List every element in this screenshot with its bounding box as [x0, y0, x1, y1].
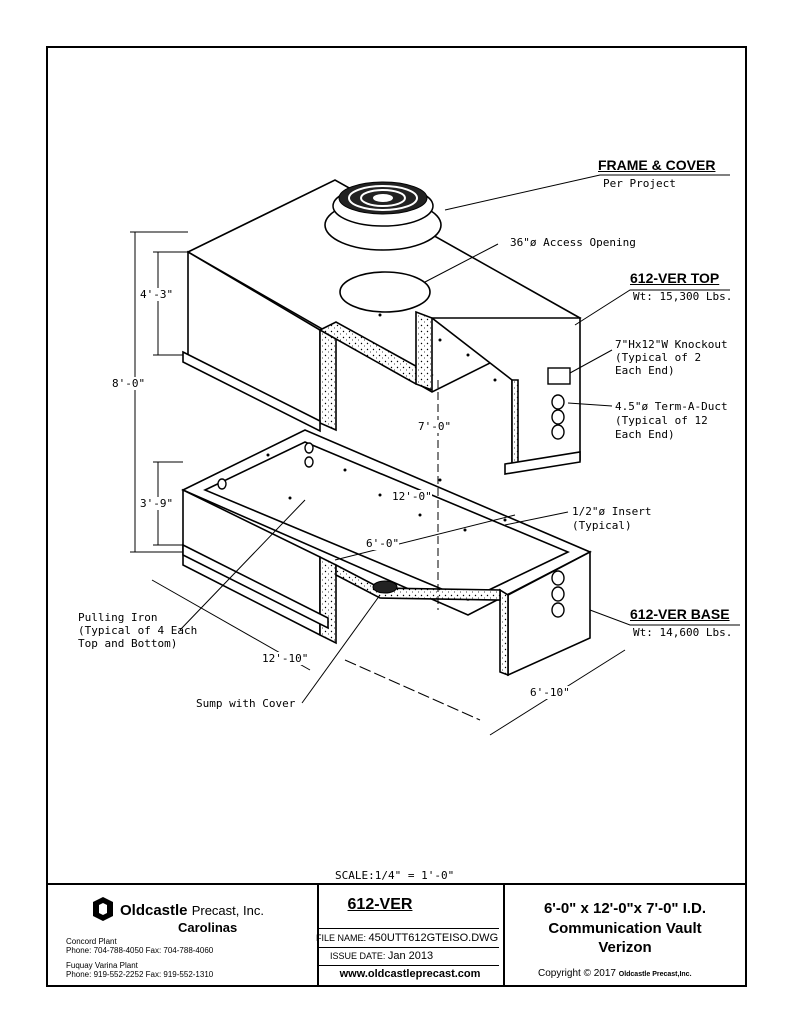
copyright-brand: Oldcastle Precast,Inc.: [618, 971, 692, 978]
duct-circle: [551, 424, 565, 440]
model-number: 612-VER: [347, 896, 413, 913]
term-a-duct-line3: Each End): [615, 428, 675, 441]
duct-circle: [551, 409, 565, 425]
pulling-iron-line1: Pulling Iron: [78, 611, 158, 624]
pulling-iron-line2: (Typical of 4 Each: [78, 624, 198, 637]
duct-circle: [304, 456, 314, 468]
base-weight: Wt: 14,600 Lbs.: [633, 626, 733, 639]
dim-inner-height: 7'-0": [418, 420, 452, 433]
frame-cover-title: FRAME & COVER: [598, 157, 716, 173]
frame-cover-graphic: [324, 181, 442, 251]
dim-inner-width: 6'-0": [366, 537, 400, 550]
dimension-lines: [130, 231, 626, 736]
company-suffix: Precast, Inc.: [191, 903, 264, 918]
company-region: Carolinas: [178, 920, 238, 935]
dim-base-height: 3'-9": [140, 497, 174, 510]
scale-label: SCALE:1/4" = 1'-0": [335, 869, 455, 882]
duct-circle: [551, 394, 565, 410]
oldcastle-logo-icon: [93, 897, 113, 921]
plant1-name: Concord Plant: [66, 937, 117, 946]
knockout-line2: (Typical of 2: [615, 351, 702, 364]
top-title: 612-VER TOP: [630, 270, 720, 286]
frame-cover-sub: Per Project: [603, 177, 676, 190]
product-name: Communication Vault: [548, 920, 702, 937]
base-section: [181, 429, 592, 677]
duct-circle: [551, 602, 565, 618]
access-opening-label: 36"ø Access Opening: [510, 236, 636, 249]
sump-shape: [372, 580, 398, 594]
plant2-phone: Phone: 919-552-2252 Fax: 919-552-1310: [66, 970, 214, 979]
dim-top-height: 4'-3": [140, 288, 174, 301]
copyright-prefix: Copyright © 2017: [538, 968, 616, 979]
sump-label: Sump with Cover: [196, 697, 296, 710]
website-link[interactable]: www.oldcastleprecast.com: [339, 968, 481, 980]
top-section: [182, 179, 582, 475]
duct-circle: [304, 442, 314, 454]
plant2-name: Fuquay Varina Plant: [66, 961, 138, 970]
file-label: FILE NAME:: [316, 933, 367, 943]
title-block: [46, 883, 747, 987]
copyright-line: Copyright © 2017 Oldcastle Precast,Inc.: [538, 968, 692, 979]
dim-outer-length: 12'-10": [262, 652, 309, 665]
issue-date-row: ISSUE DATE: Jan 2013: [330, 950, 433, 962]
knockout-line1: 7"Hx12"W Knockout: [615, 338, 728, 351]
term-a-duct-line1: 4.5"ø Term-A-Duct: [615, 400, 728, 413]
insert-dots: [266, 313, 507, 532]
dim-outer-width: 6'-10": [530, 686, 570, 699]
plant1-phone: Phone: 704-788-4050 Fax: 704-788-4060: [66, 946, 214, 955]
top-weight: Wt: 15,300 Lbs.: [633, 290, 733, 303]
access-opening-hole: [339, 271, 431, 313]
leader-lines: [179, 174, 740, 704]
insert-line2: (Typical): [572, 519, 632, 532]
company-brand: Oldcastle: [120, 902, 188, 919]
base-title: 612-VER BASE: [630, 606, 730, 622]
duct-circle: [551, 586, 565, 602]
dim-total-height: 8'-0": [112, 377, 146, 390]
insert-line1: 1/2"ø Insert: [572, 505, 652, 518]
file-name-value: 450UTT612GTEISO.DWG: [368, 932, 499, 944]
product-title: 6'-0" x 12'-0"x 7'-0" I.D.: [543, 900, 707, 917]
file-name-row: FILE NAME: 450UTT612GTEISO.DWG: [316, 932, 498, 944]
company-name: Oldcastle Precast, Inc.: [120, 902, 264, 919]
term-a-duct-line2: (Typical of 12: [615, 414, 708, 427]
duct-circle: [217, 478, 227, 490]
dim-inner-length: 12'-0": [392, 490, 432, 503]
issue-label: ISSUE DATE:: [330, 951, 386, 961]
duct-circle: [551, 570, 565, 586]
knockout-line3: Each End): [615, 364, 675, 377]
issue-date-value: Jan 2013: [387, 950, 434, 962]
knockout-shape: [547, 367, 571, 385]
customer-name: Verizon: [598, 939, 652, 956]
pulling-iron-line3: Top and Bottom): [78, 637, 178, 650]
